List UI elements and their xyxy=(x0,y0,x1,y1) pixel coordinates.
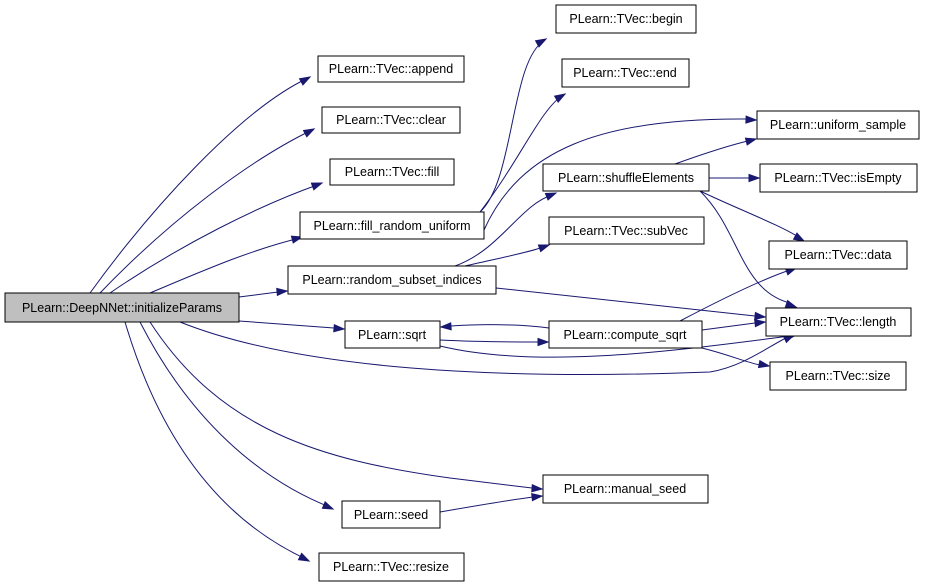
edge-compute-sqrt-to-sqrt-arrowhead xyxy=(439,322,452,331)
edge-fill-random-to-uniform-sample-arrowhead xyxy=(745,115,758,124)
node-append-label: PLearn::TVec::append xyxy=(329,62,453,76)
node-sub-vec[interactable]: PLearn::TVec::subVec xyxy=(548,216,705,245)
edge-initialize-to-seed xyxy=(139,321,333,509)
nodes: PLearn::DeepNNet::initializeParams PLear… xyxy=(4,4,920,582)
edge-shuffle-to-is-empty-arrowhead xyxy=(748,173,761,183)
edge-compute-sqrt-to-sqrt xyxy=(450,324,550,329)
node-fill-label: PLearn::TVec::fill xyxy=(345,165,440,179)
edge-random-subset-to-length xyxy=(495,287,756,317)
edge-fill-random-to-end xyxy=(479,94,564,213)
node-append[interactable]: PLearn::TVec::append xyxy=(317,55,465,83)
edge-fill-random-to-end-arrowhead xyxy=(553,93,567,103)
node-clear-label: PLearn::TVec::clear xyxy=(336,113,446,127)
edge-initialize-to-clear-arrowhead xyxy=(302,128,316,138)
edge-shuffle-to-data xyxy=(699,190,801,239)
edge-initialize-to-resize xyxy=(124,321,309,561)
edge-initialize-to-length xyxy=(179,321,791,375)
edge-sqrt-to-compute-sqrt xyxy=(439,339,539,343)
node-seed-label: PLearn::seed xyxy=(354,508,428,522)
node-initialize-params-label: PLearn::DeepNNet::initializeParams xyxy=(22,301,222,315)
node-size[interactable]: PLearn::TVec::size xyxy=(769,361,907,391)
edge-random-subset-to-shuffle xyxy=(454,194,553,267)
edge-fill-random-to-begin-arrowhead xyxy=(534,38,548,48)
edge-initialize-to-append-arrowhead xyxy=(298,76,312,86)
edge-initialize-to-random-subset-arrowhead xyxy=(276,287,289,297)
edge-random-subset-to-shuffle-arrowhead xyxy=(544,192,558,201)
edges xyxy=(89,38,806,562)
edge-initialize-to-manual-seed xyxy=(149,321,533,489)
node-random-subset-indices[interactable]: PLearn::random_subset_indices xyxy=(287,265,497,295)
node-shuffle-elements-label: PLearn::shuffleElements xyxy=(558,171,694,185)
edge-compute-sqrt-to-size xyxy=(701,347,761,366)
node-manual-seed[interactable]: PLearn::manual_seed xyxy=(542,474,709,504)
edge-initialize-to-clear xyxy=(99,129,313,294)
edge-random-subset-to-subvec xyxy=(464,247,541,267)
node-fill-random-uniform[interactable]: PLearn::fill_random_uniform xyxy=(299,211,485,240)
edge-sqrt-to-compute-sqrt-arrowhead xyxy=(537,337,550,347)
node-uniform-sample[interactable]: PLearn::uniform_sample xyxy=(756,110,920,140)
edge-compute-sqrt-to-size-arrowhead xyxy=(757,359,771,369)
edge-compute-sqrt-to-data xyxy=(679,269,791,322)
edge-shuffle-to-length-arrowhead xyxy=(784,299,798,308)
edge-initialize-to-fill-random-uniform xyxy=(149,237,301,294)
edge-compute-sqrt-to-length-arrowhead xyxy=(754,318,767,328)
node-manual-seed-label: PLearn::manual_seed xyxy=(564,482,686,496)
node-sqrt[interactable]: PLearn::sqrt xyxy=(344,320,441,349)
node-length[interactable]: PLearn::TVec::length xyxy=(765,307,912,337)
edge-initialize-to-append xyxy=(89,77,309,294)
node-compute-sqrt-label: PLearn::compute_sqrt xyxy=(564,328,688,342)
edge-shuffle-to-data-arrowhead xyxy=(792,232,806,242)
edge-shuffle-to-uniform-sample-arrowhead xyxy=(744,137,758,146)
node-is-empty-label: PLearn::TVec::isEmpty xyxy=(774,171,902,185)
edge-initialize-to-seed-arrowhead xyxy=(321,501,335,510)
edge-initialize-to-fill-random-uniform-arrowhead xyxy=(290,235,304,244)
edge-initialize-to-sqrt-arrowhead xyxy=(333,323,346,333)
node-size-label: PLearn::TVec::size xyxy=(786,369,891,383)
node-is-empty[interactable]: PLearn::TVec::isEmpty xyxy=(759,163,918,193)
node-sqrt-label: PLearn::sqrt xyxy=(358,328,427,342)
node-end-label: PLearn::TVec::end xyxy=(573,66,677,80)
edge-initialize-to-random-subset xyxy=(238,291,279,298)
node-shuffle-elements[interactable]: PLearn::shuffleElements xyxy=(542,163,710,192)
node-resize-label: PLearn::TVec::resize xyxy=(333,560,449,574)
edge-seed-to-manual-seed xyxy=(439,496,534,513)
edge-fill-random-to-uniform-sample xyxy=(483,118,747,231)
node-fill[interactable]: PLearn::TVec::fill xyxy=(329,158,455,186)
edge-shuffle-to-length xyxy=(699,190,791,304)
node-seed[interactable]: PLearn::seed xyxy=(341,500,441,529)
edge-compute-sqrt-to-length xyxy=(701,322,756,331)
node-uniform-sample-label: PLearn::uniform_sample xyxy=(770,118,906,132)
node-end[interactable]: PLearn::TVec::end xyxy=(561,58,690,88)
edge-initialize-to-manual-seed-arrowhead xyxy=(531,484,544,493)
node-begin[interactable]: PLearn::TVec::begin xyxy=(555,4,697,34)
node-clear[interactable]: PLearn::TVec::clear xyxy=(321,106,461,134)
node-sub-vec-label: PLearn::TVec::subVec xyxy=(564,224,688,238)
node-fill-random-uniform-label: PLearn::fill_random_uniform xyxy=(313,219,470,233)
edge-random-subset-to-subvec-arrowhead xyxy=(537,244,551,253)
edge-initialize-to-fill-arrowhead xyxy=(310,182,324,191)
edge-initialize-to-resize-arrowhead xyxy=(297,552,311,562)
node-initialize-params[interactable]: PLearn::DeepNNet::initializeParams xyxy=(4,292,240,323)
node-data[interactable]: PLearn::TVec::data xyxy=(768,240,908,270)
edge-shuffle-to-uniform-sample xyxy=(674,139,753,165)
node-length-label: PLearn::TVec::length xyxy=(780,315,897,329)
node-random-subset-indices-label: PLearn::random_subset_indices xyxy=(302,273,481,287)
node-resize[interactable]: PLearn::TVec::resize xyxy=(318,552,465,582)
edge-random-subset-to-length-arrowhead xyxy=(754,311,767,321)
edge-initialize-to-sqrt xyxy=(238,320,335,329)
edge-sqrt-to-length xyxy=(439,335,791,358)
edge-initialize-to-fill xyxy=(109,183,321,294)
node-compute-sqrt[interactable]: PLearn::compute_sqrt xyxy=(548,320,703,349)
node-begin-label: PLearn::TVec::begin xyxy=(569,12,682,26)
node-data-label: PLearn::TVec::data xyxy=(784,248,891,262)
edge-seed-to-manual-seed-arrowhead xyxy=(531,492,544,502)
